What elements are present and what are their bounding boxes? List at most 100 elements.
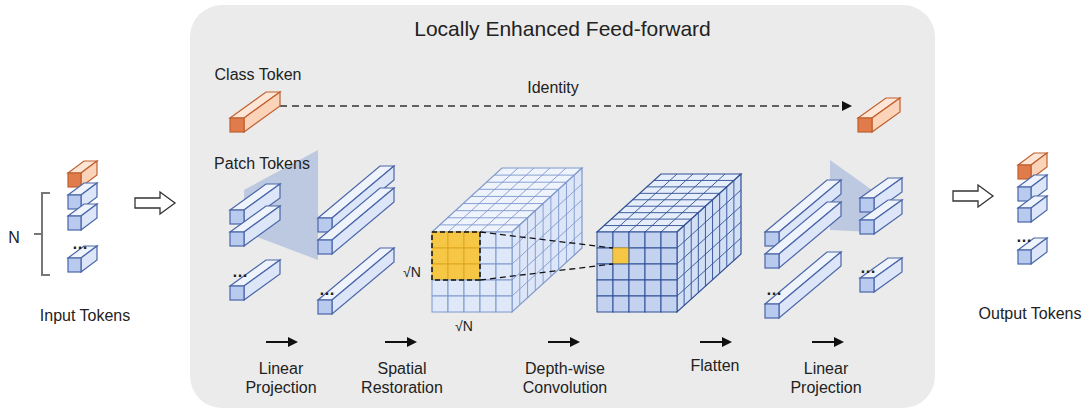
bar-side — [81, 204, 97, 230]
hollow-arrow — [953, 185, 993, 207]
text-label: √N — [399, 264, 425, 281]
shape — [611, 219, 691, 299]
bar-front — [860, 278, 874, 292]
ellipsis: … — [762, 280, 786, 299]
shape — [496, 168, 566, 232]
tensor-cell — [480, 280, 496, 296]
bar-side — [874, 200, 902, 234]
tensor-cell — [448, 232, 464, 248]
tensor-cell — [464, 264, 480, 280]
tensor-cell — [432, 296, 448, 312]
tensor-cell — [629, 248, 645, 264]
tensor-cell — [613, 248, 629, 264]
identity-arrow — [280, 105, 850, 107]
tensor-cell — [613, 264, 629, 280]
bar-front — [230, 118, 244, 132]
bar-front — [765, 254, 779, 268]
token-bar — [230, 92, 280, 132]
bar-side — [244, 92, 280, 132]
tensor-cell — [661, 264, 677, 280]
bar-front — [1018, 187, 1031, 201]
ellipsis: … — [315, 280, 339, 299]
tensor-cell — [480, 296, 496, 312]
tensor-cell — [480, 232, 496, 248]
ellipsis: … — [1012, 227, 1036, 246]
shape — [677, 222, 741, 280]
tensor-cell — [496, 296, 512, 312]
tensor-cell — [448, 280, 464, 296]
shape — [677, 206, 741, 264]
token-bar — [860, 200, 902, 234]
tensor-cell — [432, 264, 448, 280]
bar-front — [858, 118, 872, 132]
tensor-cell — [432, 232, 448, 248]
kernel-line — [480, 264, 613, 280]
shape — [448, 218, 528, 298]
stage-arrows — [266, 341, 842, 343]
bar-front — [1018, 250, 1031, 264]
shape — [512, 200, 582, 264]
text-label: Patch Tokens — [202, 154, 322, 173]
text-label: Identity — [503, 78, 603, 97]
shape — [464, 168, 534, 232]
feature-tensor — [597, 174, 741, 312]
ellipsis: … — [228, 262, 252, 281]
tensor-cell — [661, 296, 677, 312]
bar-front — [318, 240, 332, 254]
tensor-cell — [496, 248, 512, 264]
tensor-cell — [480, 264, 496, 280]
tensor-cell — [629, 280, 645, 296]
bar-front — [230, 286, 244, 300]
tensor-cell — [464, 296, 480, 312]
shape — [613, 174, 677, 232]
bar-front — [68, 173, 81, 187]
tensor-cell — [597, 232, 613, 248]
tensor-cell — [629, 232, 645, 248]
text-label: Class Token — [198, 65, 318, 84]
shape — [677, 238, 741, 296]
bar-front — [318, 300, 332, 314]
shape — [661, 174, 725, 232]
shape — [629, 174, 693, 232]
shape — [512, 232, 582, 296]
bar-side — [244, 260, 280, 300]
text-label: Depth-wise Convolution — [503, 359, 627, 397]
bar-side — [332, 188, 394, 254]
tensor-cell — [613, 280, 629, 296]
tensor-cell — [645, 296, 661, 312]
shape — [625, 206, 705, 286]
tensor-cell — [496, 280, 512, 296]
tensor-cell — [645, 280, 661, 296]
kernel-window — [432, 232, 480, 280]
ellipsis: … — [68, 234, 92, 253]
tensor-cell — [432, 280, 448, 296]
tensor-cell — [464, 232, 480, 248]
bar-front — [1018, 208, 1031, 222]
text-label: Linear Projection — [231, 359, 331, 397]
bar-side — [874, 258, 902, 292]
tensor-cell — [613, 232, 629, 248]
tensor-cell — [645, 264, 661, 280]
token-bar — [318, 188, 394, 254]
bracket — [34, 193, 50, 275]
text-label: Input Tokens — [20, 306, 150, 325]
panel-title: Locally Enhanced Feed-forward — [190, 17, 935, 41]
tensor-cell — [629, 296, 645, 312]
tensor-cell — [480, 248, 496, 264]
tensor-cell — [448, 264, 464, 280]
shape — [448, 168, 518, 232]
bar-front — [860, 198, 874, 212]
tensor-cell — [613, 296, 629, 312]
text-label: √N — [451, 318, 477, 335]
tensor-cell — [629, 264, 645, 280]
text-label: Output Tokens — [970, 304, 1090, 323]
shape — [677, 190, 741, 248]
kernel-line — [480, 232, 613, 248]
tensor-cell — [661, 248, 677, 264]
text-label: Flatten — [675, 356, 755, 375]
bar-front — [1018, 165, 1031, 179]
tensor-cell — [448, 248, 464, 264]
shape — [480, 168, 550, 232]
tensor-cell — [645, 248, 661, 264]
